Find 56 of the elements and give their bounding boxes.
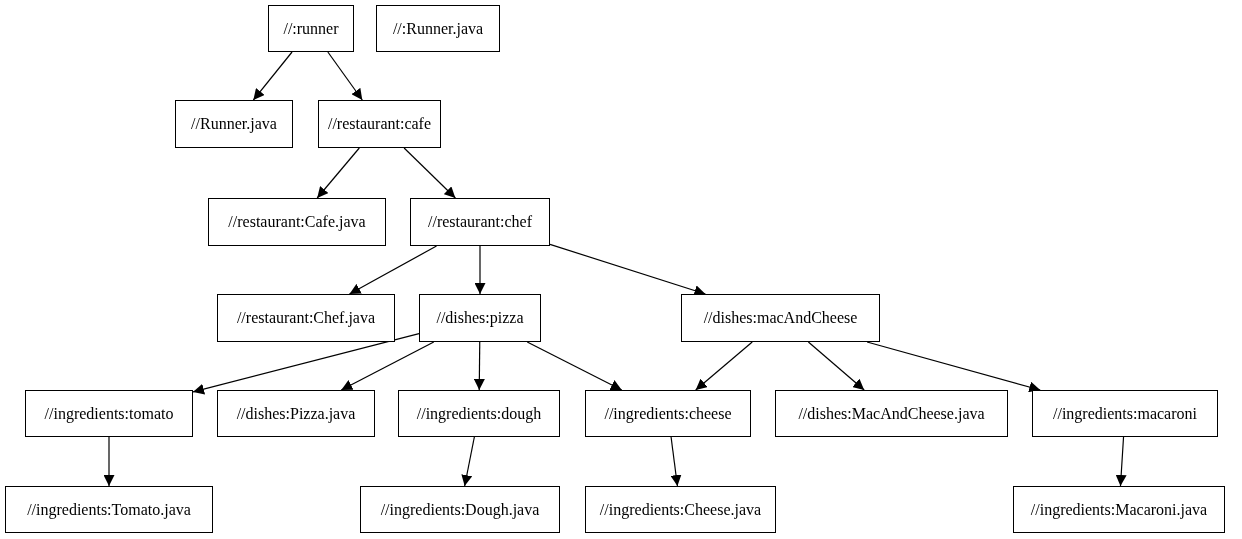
target-box <box>775 390 1008 437</box>
target-box <box>681 294 880 342</box>
target-label: //restaurant:chef <box>428 213 532 231</box>
arrow <box>549 243 706 296</box>
target-label: //ingredients:macaroni <box>1053 404 1197 423</box>
arrow <box>348 245 438 295</box>
target-box <box>5 486 213 533</box>
target-label: //restaurant:Cafe.java <box>228 213 366 231</box>
arrow <box>1115 436 1127 487</box>
target-label: //dishes:MacAndCheese.java <box>798 404 985 423</box>
target-box <box>318 100 441 148</box>
target-label: //ingredients:Cheese.java <box>599 500 762 519</box>
target-label: //ingredients:cheese <box>604 404 732 423</box>
target-box <box>1013 486 1225 533</box>
target-label: //ingredients:dough <box>416 404 542 423</box>
target-box <box>1032 390 1218 437</box>
arrow <box>461 436 475 487</box>
target-label: //dishes:macAndCheese <box>703 309 858 327</box>
arrow <box>403 147 456 199</box>
target-box <box>208 198 386 246</box>
arrow <box>807 341 865 391</box>
arrow <box>103 436 115 487</box>
target-label: //ingredients:Tomato.java <box>27 500 191 519</box>
target-box <box>398 390 560 437</box>
target-box <box>585 486 776 533</box>
target-box <box>217 294 395 342</box>
target-box <box>410 198 550 246</box>
target-box <box>360 486 560 533</box>
target-label: //ingredients:tomato <box>44 404 174 423</box>
target-label: //Runner.java <box>191 115 277 133</box>
target-label: //:Runner.java <box>392 19 484 38</box>
target-label: //ingredients:Macaroni.java <box>1030 500 1208 519</box>
target-label: //:runner <box>283 19 339 38</box>
target-box <box>419 294 541 342</box>
arrow <box>695 341 753 391</box>
target-box <box>217 390 375 437</box>
target-label: //dishes:pizza <box>436 309 524 327</box>
target-label: //ingredients:Dough.java <box>380 500 540 519</box>
arrow <box>474 245 486 295</box>
arrow <box>670 436 682 487</box>
arrow <box>526 341 623 391</box>
target-label: //dishes:Pizza.java <box>236 404 356 423</box>
target-box <box>25 390 193 437</box>
target-box <box>376 5 500 52</box>
arrow <box>327 51 363 101</box>
target-box <box>175 100 293 148</box>
arrow <box>473 341 485 391</box>
arrow <box>252 51 293 101</box>
arrow <box>866 341 1041 393</box>
target-box <box>585 390 751 437</box>
arrow <box>192 333 420 395</box>
arrow <box>316 147 360 199</box>
target-box <box>268 5 354 52</box>
arrow <box>340 341 435 391</box>
target-label: //restaurant:Chef.java <box>236 309 376 327</box>
target-label: //restaurant:cafe <box>327 115 431 133</box>
